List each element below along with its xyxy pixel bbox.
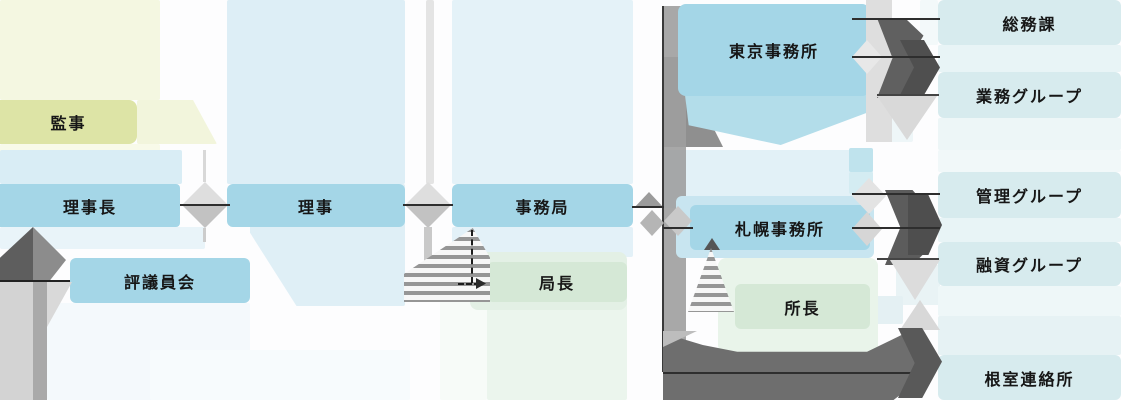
node-management-group: 管理グループ (938, 172, 1121, 218)
bg-yellow-slant (137, 100, 217, 144)
node-president: 理事長 (0, 184, 180, 227)
node-office-head: 所長 (735, 284, 870, 329)
cluster2-line-3 (877, 258, 939, 260)
node-operations-group-label: 業務グループ (975, 87, 1084, 106)
node-director: 理事 (227, 184, 405, 227)
bg-teal-halo-6 (938, 316, 1121, 355)
dashed-arrowhead (476, 278, 486, 289)
diamond-c (640, 210, 664, 236)
diamond-b-top (405, 182, 451, 205)
bg-mosaic-1 (849, 148, 873, 172)
bg-teal-corner (920, 0, 938, 45)
node-council: 評議員会 (70, 258, 250, 303)
cluster1-line-3 (877, 94, 939, 96)
edge-trunk-nemuro (663, 372, 925, 374)
node-nemuro-office: 根室連絡所 (938, 355, 1121, 400)
left-bar-mid (33, 282, 47, 400)
node-general-affairs-label: 総務課 (1002, 14, 1057, 34)
striped-triangle-kyokucho (404, 228, 490, 302)
bg-yellow-top (0, 0, 160, 100)
bg-green-left (440, 300, 487, 400)
bg-teal-halo-2 (938, 118, 1121, 150)
bg-teal-halo-1 (938, 45, 1121, 72)
diamond-b-stub (424, 227, 432, 279)
trunk-line (662, 6, 664, 372)
dashed-arrow-line (458, 283, 480, 285)
bg-green-under-kyokucho (487, 302, 627, 400)
diamond-a-stem (203, 150, 206, 182)
node-management-group-label: 管理グループ (975, 187, 1084, 206)
bg-teal-halo-4 (938, 218, 1121, 242)
node-bureau-chief: 局長 (487, 262, 627, 302)
edge-president-director (180, 204, 230, 206)
diamond-a-stub (203, 228, 206, 242)
node-office-head-label: 所長 (784, 298, 821, 318)
diamond-a-top (182, 182, 228, 205)
bg-teal-halo-5 (938, 286, 1121, 316)
bg-pale-bottom-mid (150, 350, 410, 400)
bg-teal-halo-3 (938, 150, 1121, 172)
node-auditor-label: 監事 (50, 114, 87, 133)
node-loan-group: 融資グループ (938, 242, 1121, 286)
dashed-line-kyokucho (471, 230, 473, 283)
edge-secretariat-trunk (632, 206, 664, 208)
edge-tokyo-somuka (852, 18, 940, 20)
node-sapporo-office: 札幌事務所 (690, 205, 870, 250)
bg-mosaic-5 (873, 296, 903, 324)
node-tokyo-office-label: 東京事務所 (728, 42, 819, 61)
node-tokyo-office: 東京事務所 (678, 4, 870, 96)
node-auditor: 監事 (0, 100, 137, 144)
left-bar-light (0, 282, 33, 400)
node-operations-group: 業務グループ (938, 72, 1121, 118)
edge-sapporo-yushi (852, 227, 940, 229)
node-director-label: 理事 (297, 197, 334, 217)
node-secretariat: 事務局 (452, 184, 633, 227)
cluster2-chevron-2 (908, 195, 942, 255)
bg-blue-col-jimukyoku (452, 0, 633, 184)
bg-gray-strip (426, 0, 434, 184)
node-nemuro-office-label: 根室連絡所 (984, 369, 1075, 389)
edge-director-secretariat (403, 204, 453, 206)
node-sapporo-office-label: 札幌事務所 (734, 219, 825, 239)
trunk-band (664, 6, 686, 372)
node-secretariat-label: 事務局 (515, 197, 570, 217)
bg-blue-col-riji (227, 0, 405, 184)
bg-blue-left (0, 150, 182, 184)
node-bureau-chief-label: 局長 (538, 274, 575, 293)
edge-sapporo-kanri (852, 193, 940, 195)
diamond-b-bottom (405, 205, 451, 228)
edge-trunk-sapporo (663, 227, 693, 229)
node-council-label: 評議員会 (123, 272, 196, 292)
node-general-affairs: 総務課 (938, 0, 1121, 45)
edge-tokyo-gyomu (852, 56, 940, 58)
bg-blue-under-rijicho (0, 227, 205, 249)
node-loan-group-label: 融資グループ (975, 256, 1084, 275)
diamond-a-bottom (182, 205, 228, 228)
edge-president-council (0, 280, 70, 282)
node-president-label: 理事長 (62, 197, 117, 217)
